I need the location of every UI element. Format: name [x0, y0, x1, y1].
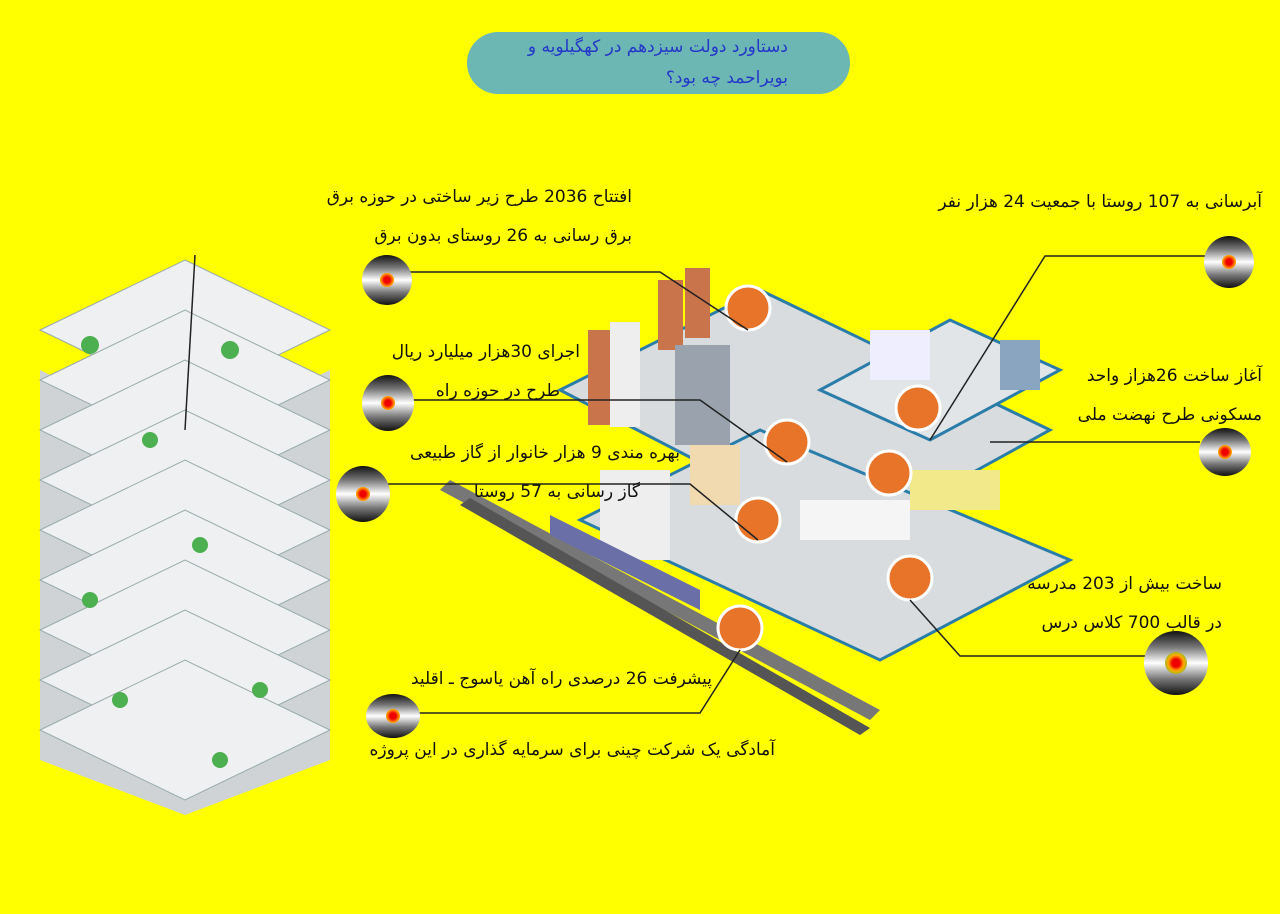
item-electricity: افتتاح 2036 طرح زیر ساختی در حوزه برق بر…: [327, 178, 632, 256]
pin-icons: [716, 284, 942, 652]
item-roads: اجرای 30هزار میلیارد ریال طرح در حوزه را…: [392, 333, 580, 411]
item-schools: ساخت بیش از 203 مدرسه در قالب 700 کلاس د…: [1027, 565, 1222, 643]
item-line: برق رسانی به 26 روستای بدون برق: [374, 226, 632, 246]
item-line: طرح در حوزه راه: [435, 381, 560, 401]
item-line: اجرای 30هزار میلیارد ریال: [391, 342, 580, 362]
item-line: آبرسانی به 107 روستا با جمعیت 24 هزار نف…: [938, 192, 1262, 212]
marker-electricity: [362, 255, 412, 305]
marker-schools: [1144, 631, 1208, 695]
item-line: گاز رسانی به 57 روستا: [473, 482, 640, 502]
item-water: آبرسانی به 107 روستا با جمعیت 24 هزار نف…: [938, 183, 1262, 222]
item-line: در قالب 700 کلاس درس: [1041, 613, 1222, 633]
marker-water: [1204, 236, 1254, 288]
item-line: ساخت بیش از 203 مدرسه: [1027, 574, 1222, 594]
marker-housing: [1199, 428, 1251, 476]
item-line: بهره مندی 9 هزار خانوار از گاز طبیعی: [410, 443, 680, 463]
item-line: آغاز ساخت 26هزاز واحد: [1086, 366, 1262, 386]
title-banner: دستاورد دولت سیزدهم در کهگیلویه و بویراح…: [467, 32, 850, 94]
item-line: افتتاح 2036 طرح زیر ساختی در حوزه برق: [326, 187, 632, 207]
marker-railway: [366, 694, 420, 738]
item-railway: پیشرفت 26 درصدی راه آهن یاسوج ـ اقلید آم…: [369, 660, 775, 770]
tower-illustration: [38, 259, 332, 815]
title-line-1: دستاورد دولت سیزدهم در کهگیلویه و: [527, 37, 788, 57]
item-line: مسکونی طرح نهضت ملی: [1077, 405, 1262, 425]
item-line: پیشرفت 26 درصدی راه آهن یاسوج ـ اقلید: [410, 669, 712, 689]
title-line-2: بویراحمد چه بود؟: [665, 68, 788, 88]
item-gas: بهره مندی 9 هزار خانوار از گاز طبیعی گاز…: [410, 434, 680, 512]
marker-gas: [336, 466, 390, 522]
item-housing: آغاز ساخت 26هزاز واحد مسکونی طرح نهضت مل…: [1078, 357, 1262, 435]
item-line: آمادگی یک شرکت چینی برای سرمایه گذاری در…: [369, 740, 775, 760]
connector-lines: [184, 254, 1205, 714]
city-blocks: [440, 268, 1074, 735]
marker-roads: [362, 375, 414, 431]
